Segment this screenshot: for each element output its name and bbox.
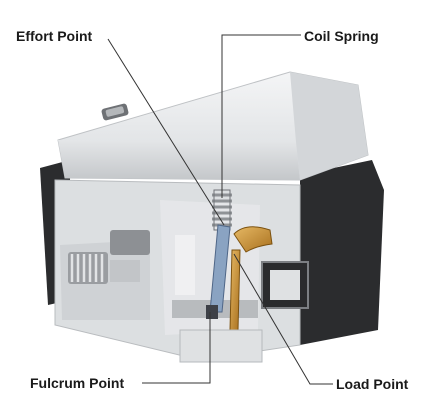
effort-point-label: Effort Point [16, 28, 93, 44]
lever-arm [206, 224, 231, 319]
coil-spring-label: Coil Spring [304, 28, 379, 44]
base-foot [179, 329, 263, 363]
rocker-cap [57, 71, 369, 181]
fulcrum-point-label: Fulcrum Point [30, 375, 125, 391]
coil-leader-line [221, 34, 301, 198]
coil-spring-icon [68, 252, 140, 284]
leader-lines [107, 34, 333, 385]
effort-leader-line [107, 38, 225, 226]
fulcrum-leader-line [142, 312, 211, 384]
load-point-label: Load Point [336, 376, 409, 392]
load-leader-line [233, 253, 333, 385]
